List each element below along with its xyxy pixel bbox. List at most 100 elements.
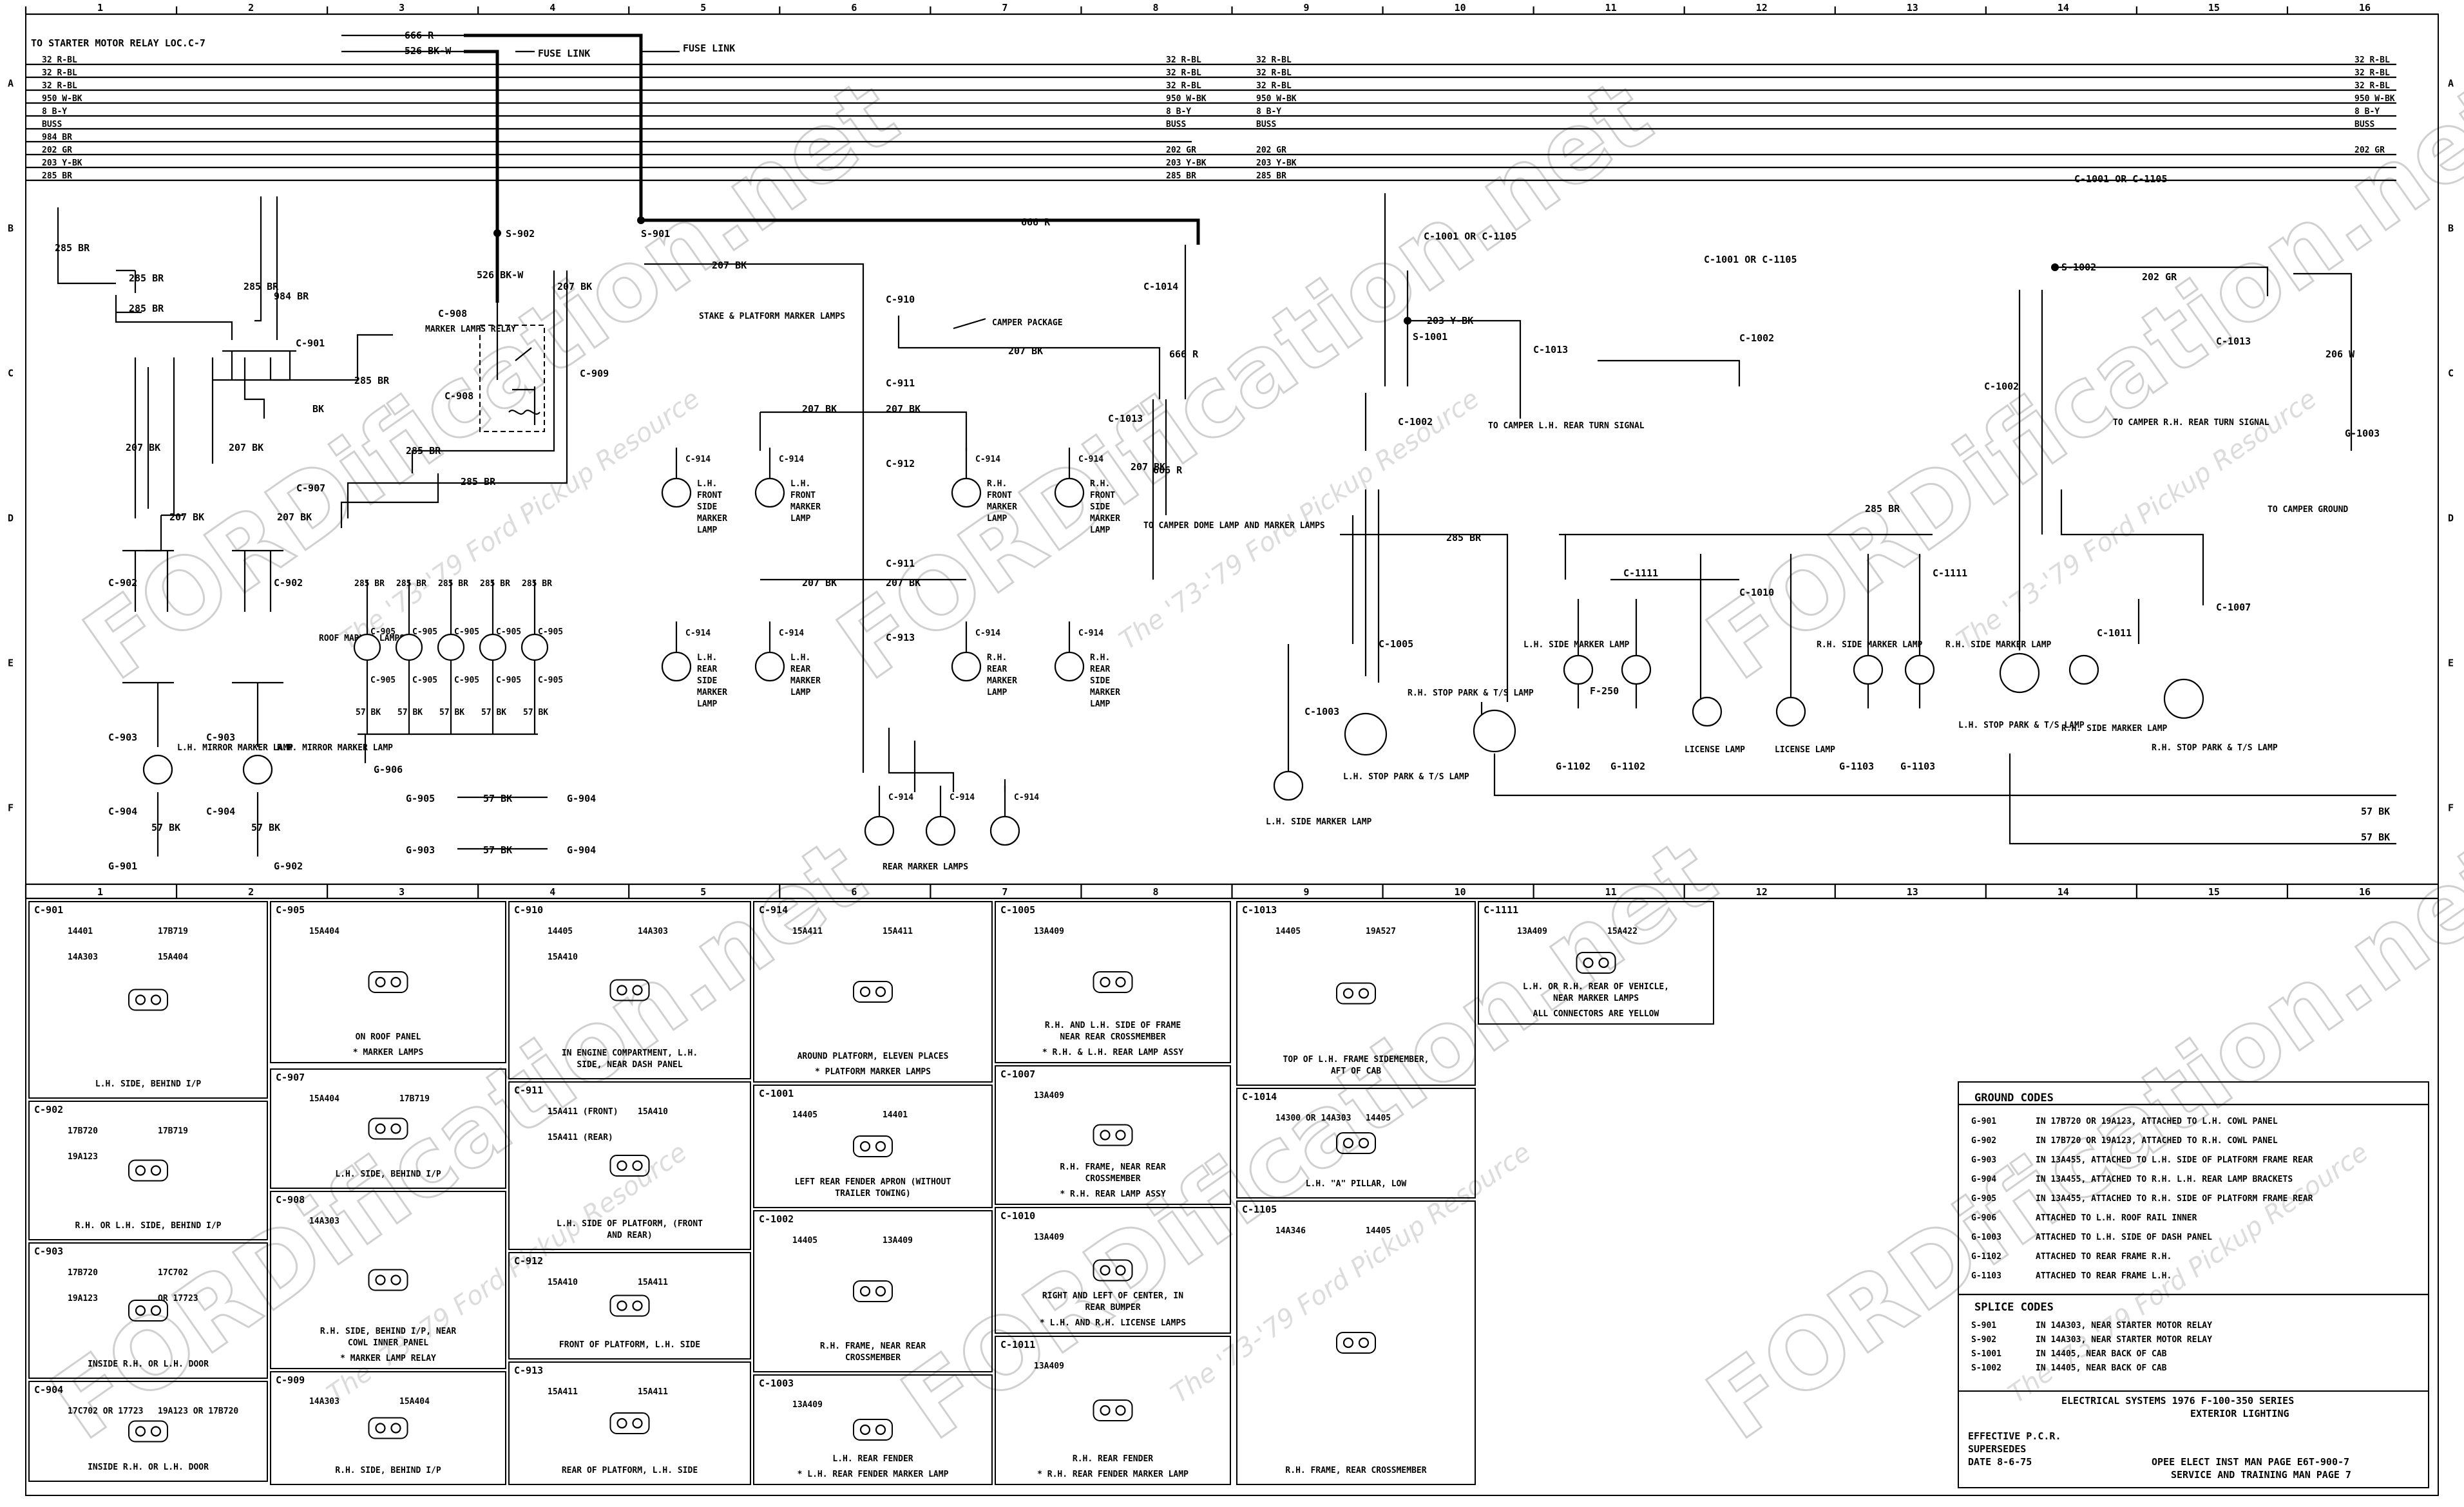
ground-code-desc: ATTACHED TO REAR FRAME R.H. <box>2036 1252 2172 1262</box>
title-line-1: ELECTRICAL SYSTEMS 1976 F-100-350 SERIES <box>2061 1395 2294 1407</box>
grid-column-label: 11 <box>1605 2 1617 14</box>
wire-label: 984 BR <box>274 290 309 302</box>
ground-code: G-901 <box>1971 1117 1996 1126</box>
grid-column-label: 14 <box>2058 2 2069 14</box>
bus-label: 202 GR <box>1256 146 1286 155</box>
connector-label: C-905 <box>496 676 521 685</box>
wire-label: 207 BK <box>886 403 921 415</box>
ground-code-desc: IN 13A455, ATTACHED TO R.H. L.H. REAR LA… <box>2036 1175 2293 1184</box>
lamp-label: MARKER <box>987 502 1017 512</box>
part-number: 13A409 <box>883 1236 913 1246</box>
grid-column-label: 5 <box>700 886 706 898</box>
roof-marker-lamp <box>395 633 423 661</box>
connector-panel <box>995 1065 1231 1205</box>
camper-lh-turn: TO CAMPER L.H. REAR TURN SIGNAL <box>1488 421 1645 431</box>
connector-symbol <box>1093 1399 1133 1421</box>
grid-row-label: F <box>8 802 14 814</box>
platform-marker-lamp <box>661 651 692 682</box>
connector-symbol <box>128 1159 168 1182</box>
splice-code-desc: IN 14A303, NEAR STARTER MOTOR RELAY <box>2036 1335 2212 1345</box>
ground-code-desc: IN 17B720 OR 19A123, ATTACHED TO L.H. CO… <box>2036 1117 2278 1126</box>
connector-pin <box>1100 1130 1111 1141</box>
connector-panel-id: C-1014 <box>1242 1091 1277 1103</box>
part-number: 15A411 <box>548 1387 578 1397</box>
connector-label: C-1013 <box>2216 336 2251 347</box>
connector-pin <box>390 1275 401 1285</box>
wire-label: 57 BK <box>397 708 423 717</box>
connector-pin <box>616 1300 627 1311</box>
connector-panel <box>28 1381 268 1482</box>
camper-rh-turn: TO CAMPER R.H. REAR TURN SIGNAL <box>2113 418 2269 428</box>
connector-pin <box>150 994 162 1005</box>
part-number: 14405 <box>792 1110 817 1120</box>
lh-cab-section: 285 BR 285 BR 285 BR 285 BR 984 BR C-901… <box>55 196 393 872</box>
connector-label: C-905 <box>538 676 563 685</box>
connector-pin <box>1358 1137 1370 1149</box>
grid-row-label: E <box>2448 658 2454 669</box>
connector-label: C-914 <box>975 629 1000 638</box>
connector-location: CROSSMEMBER <box>1085 1174 1140 1184</box>
roof-marker-lamp <box>520 633 549 661</box>
bus-label: BUSS <box>2354 120 2374 129</box>
connector-location: FRONT OF PLATFORM, L.H. SIDE <box>559 1340 700 1350</box>
grid-row-label: F <box>2448 802 2454 814</box>
bus-label: 202 GR <box>2354 146 2385 155</box>
lamp-label: LAMP <box>1090 699 1110 709</box>
part-number: 17C702 <box>158 1268 188 1278</box>
wire-label: 285 BR <box>129 303 164 314</box>
bus-label: 32 R-BL <box>2354 81 2390 91</box>
connector-symbol <box>128 1420 168 1443</box>
connector-location: AFT OF CAB <box>1331 1066 1381 1076</box>
connector-symbol <box>368 1417 408 1439</box>
connector-label: C-1013 <box>1533 344 1568 355</box>
connector-pin <box>1115 1405 1126 1416</box>
connector-panel-id: C-902 <box>34 1104 63 1115</box>
bus-label: 203 Y-BK <box>42 158 82 168</box>
ground-code-desc: ATTACHED TO L.H. SIDE OF DASH PANEL <box>2036 1233 2212 1242</box>
camper-section: C-1014 C-1013 666 R 666 R 207 BK TO CAMP… <box>1108 245 1325 580</box>
connector-panel <box>1478 901 1714 1025</box>
connector-symbol <box>609 979 650 1001</box>
part-number: 14A303 <box>638 927 668 936</box>
connector-location: NEAR MARKER LAMPS <box>1553 994 1639 1003</box>
lamp-label: LAMP <box>697 699 717 709</box>
grid-column-label: 3 <box>399 886 405 898</box>
ground-label: G-904 <box>567 844 596 856</box>
grid-column-label: 3 <box>399 2 405 14</box>
part-number: 14A303 <box>68 953 98 962</box>
connector-panel-id: C-1105 <box>1242 1204 1277 1215</box>
connector-label: C-905 <box>370 676 396 685</box>
connector-symbol <box>128 1300 168 1322</box>
ground-code: G-906 <box>1971 1213 1996 1223</box>
connector-panel <box>28 1242 268 1379</box>
lamp-label: L.H. SIDE MARKER LAMP <box>1523 640 1630 650</box>
effective-label: EFFECTIVE P.C.R. <box>1968 1430 2061 1442</box>
connector-symbol <box>1093 1259 1133 1282</box>
grid-column-label: 1 <box>97 2 103 14</box>
wire-label: 285 BR <box>406 445 441 457</box>
part-number: 14405 <box>1275 927 1301 936</box>
part-number: 13A409 <box>1034 1091 1064 1101</box>
connector-panel <box>995 1336 1231 1485</box>
connector-pin <box>875 1424 886 1436</box>
part-number: 14401 <box>68 927 93 936</box>
connector-panel-id: C-905 <box>276 904 305 916</box>
connector-location: L.H. OR R.H. REAR OF VEHICLE, <box>1523 982 1669 992</box>
bus-label: 32 R-BL <box>2354 55 2390 65</box>
grid-column-label: 12 <box>1756 886 1768 898</box>
ground-code: G-903 <box>1971 1155 1996 1165</box>
connector-symbol <box>853 1135 893 1157</box>
connector-pin <box>150 1165 162 1176</box>
splice-codes-title: SPLICE CODES <box>1974 1301 2054 1314</box>
wire-label: 207 BK <box>802 577 837 589</box>
grid-row-label: D <box>2448 513 2454 524</box>
bus-label: 32 R-BL <box>1256 81 1292 91</box>
wire-label: 666 R <box>1153 464 1183 476</box>
connector-label: C-914 <box>1078 629 1103 638</box>
connector-panel-id: C-901 <box>34 904 63 916</box>
grid-column-label: 9 <box>1304 886 1310 898</box>
connector-pin <box>135 1305 146 1316</box>
lamp-label: R.H. STOP PARK & T/S LAMP <box>2152 743 2278 753</box>
bus-label: BUSS <box>42 120 62 129</box>
ground-code: G-1102 <box>1971 1252 2001 1262</box>
